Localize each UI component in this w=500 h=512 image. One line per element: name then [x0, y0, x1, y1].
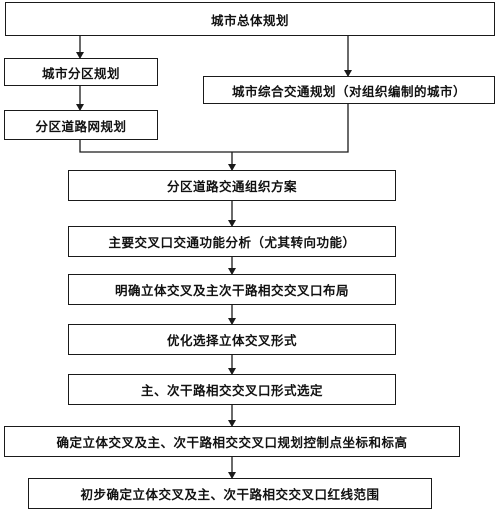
node-master-plan: 城市总体规划 [5, 2, 495, 36]
node-district-road-network-label: 分区道路网规划 [35, 118, 127, 134]
node-district-traffic-organization-label: 分区道路交通组织方案 [166, 179, 297, 194]
node-comprehensive-traffic: 城市综合交通规划（对组织编制的城市） [203, 76, 495, 104]
node-master-plan-label: 城市总体规划 [210, 12, 289, 28]
node-intersection-function-analysis: 主要交叉口交通功能分析（尤其转向功能） [68, 226, 396, 257]
node-intersection-form: 主、次干路相交交叉口形式选定 [68, 374, 396, 405]
node-interchange-form-label: 优化选择立体交叉形式 [166, 333, 297, 348]
node-interchange-layout: 明确立体交叉及主次干路相交交叉口布局 [68, 274, 396, 305]
merge-line-road-network [79, 140, 232, 153]
node-interchange-layout-label: 明确立体交叉及主次干路相交交叉口布局 [114, 283, 349, 298]
node-comprehensive-traffic-label: 城市综合交通规划（对组织编制的城市） [231, 83, 466, 99]
node-intersection-form-label: 主、次干路相交交叉口形式选定 [140, 383, 323, 398]
node-district-plan-label: 城市分区规划 [41, 65, 120, 81]
node-district-traffic-organization: 分区道路交通组织方案 [68, 170, 396, 201]
merge-line-comprehensive [232, 104, 349, 153]
node-intersection-function-analysis-label: 主要交叉口交通功能分析（尤其转向功能） [108, 235, 356, 250]
node-control-points: 确定立体交叉及主、次干路相交交叉口规划控制点坐标和标高 [4, 426, 460, 457]
node-district-plan: 城市分区规划 [4, 58, 158, 86]
node-control-points-label: 确定立体交叉及主、次干路相交交叉口规划控制点坐标和标高 [56, 435, 408, 450]
node-red-line-scope-label: 初步确定立体交叉及主、次干路相交交叉口红线范围 [80, 487, 380, 502]
node-district-road-network: 分区道路网规划 [4, 110, 158, 140]
node-red-line-scope: 初步确定立体交叉及主、次干路相交交叉口红线范围 [28, 478, 432, 509]
node-interchange-form: 优化选择立体交叉形式 [68, 324, 396, 355]
